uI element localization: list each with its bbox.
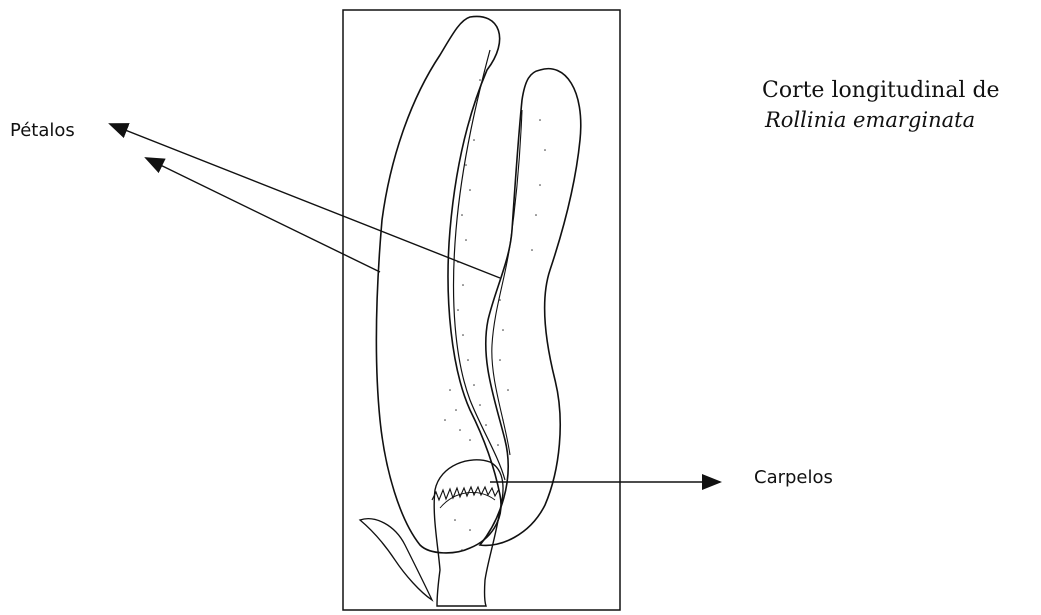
carpels-label: Carpelos	[754, 467, 833, 488]
petals-arrow-1	[110, 124, 500, 278]
petals-label: Pétalos	[10, 120, 75, 141]
sepal-outline	[360, 519, 432, 600]
outer-petal-inner-edge	[454, 50, 505, 480]
petals-arrow-2	[146, 158, 380, 272]
caption-title: Corte longitudinal de	[762, 76, 1040, 106]
stipple-shading	[444, 79, 546, 551]
caption-species: Rollinia emarginata	[765, 106, 1040, 134]
outer-petal-outline	[376, 16, 501, 553]
figure-caption: Corte longitudinal de Rollinia emarginat…	[740, 76, 1040, 134]
